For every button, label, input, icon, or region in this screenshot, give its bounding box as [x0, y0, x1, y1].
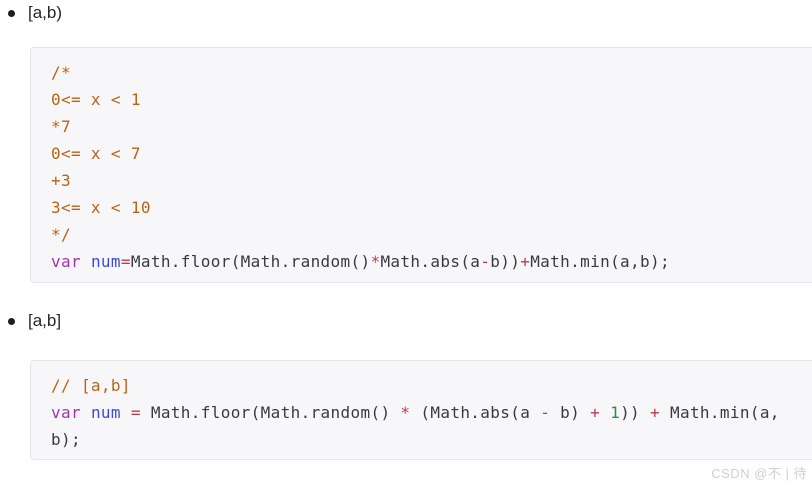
code-token-comment: // [a,b]: [51, 376, 131, 395]
code-token-variable: num: [90, 252, 121, 271]
code-token-comment: 0<= x < 7: [51, 144, 141, 163]
code-line: var num = Math.floor(Math.random() * (Ma…: [51, 399, 809, 426]
code-token-operator: -: [480, 252, 491, 271]
code-token-plain: [600, 403, 610, 422]
code-token-comment: 3<= x < 10: [51, 198, 151, 217]
list-item-label: [a,b): [28, 3, 63, 22]
code-token-operator: +: [520, 252, 531, 271]
code-token-comment: +3: [51, 171, 71, 190]
code-line: // [a,b]: [51, 372, 809, 399]
code-token-plain: b);: [51, 430, 81, 449]
code-line: 3<= x < 10: [51, 194, 809, 221]
code-token-variable: num: [90, 403, 121, 422]
csdn-watermark: CSDN @不 | 待: [711, 466, 807, 481]
code-token-operator: *: [400, 403, 411, 422]
code-token-comment: */: [51, 225, 71, 244]
code-line: +3: [51, 167, 809, 194]
code-token-plain: Math.min(a,: [660, 403, 780, 422]
code-token-comment: *7: [51, 117, 71, 136]
code-token-plain: [81, 403, 91, 422]
code-token-operator: +: [650, 403, 660, 422]
code-token-operator: +: [590, 403, 601, 422]
code-content-range-exclusive: /* 0<= x < 1 *7 0<= x < 7 +3 3<= x < 10 */ var …: [51, 59, 809, 275]
code-line: b);: [51, 426, 809, 453]
code-token-plain: Math.min(a,b);: [530, 252, 670, 271]
code-line: 0<= x < 7: [51, 140, 809, 167]
code-token-plain: Math.floor(Math.random(): [140, 403, 401, 422]
code-token-operator: *: [370, 252, 381, 271]
code-token-plain: [81, 252, 91, 271]
code-content-range-inclusive: // [a,b] var num = Math.floor(Math.random…: [51, 372, 809, 453]
code-token-comment: 0<= x < 1: [51, 90, 141, 109]
code-token-keyword: var: [51, 403, 81, 422]
bullet-icon: [8, 10, 15, 17]
bullet-icon: [8, 318, 15, 325]
code-block-range-exclusive: /* 0<= x < 1 *7 0<= x < 7 +3 3<= x < 10 */ var …: [30, 47, 812, 283]
list-item-range-exclusive: [a,b): [8, 2, 62, 23]
code-token-plain: b)): [490, 252, 521, 271]
code-token-operator: =: [120, 252, 131, 271]
code-line: *7: [51, 113, 809, 140]
code-token-keyword: var: [51, 252, 81, 271]
code-token-plain: Math.abs(a: [380, 252, 481, 271]
code-line: var num=Math.floor(Math.random()*Math.ab…: [51, 248, 809, 275]
list-item-range-inclusive: [a,b]: [8, 310, 61, 331]
code-token-plain: )): [620, 403, 651, 422]
code-token-plain: b): [550, 403, 591, 422]
code-token-plain: [121, 403, 131, 422]
code-token-operator: -: [540, 403, 551, 422]
code-token-comment: /*: [51, 63, 71, 82]
code-line: 0<= x < 1: [51, 86, 809, 113]
code-token-number: 1: [610, 403, 621, 422]
list-item-label: [a,b]: [28, 311, 62, 330]
code-token-plain: (Math.abs(a: [410, 403, 541, 422]
code-line: /*: [51, 59, 809, 86]
code-block-range-inclusive: // [a,b] var num = Math.floor(Math.random…: [30, 360, 812, 460]
code-token-operator: =: [130, 403, 141, 422]
code-line: */: [51, 221, 809, 248]
code-token-plain: Math.floor(Math.random(): [130, 252, 371, 271]
